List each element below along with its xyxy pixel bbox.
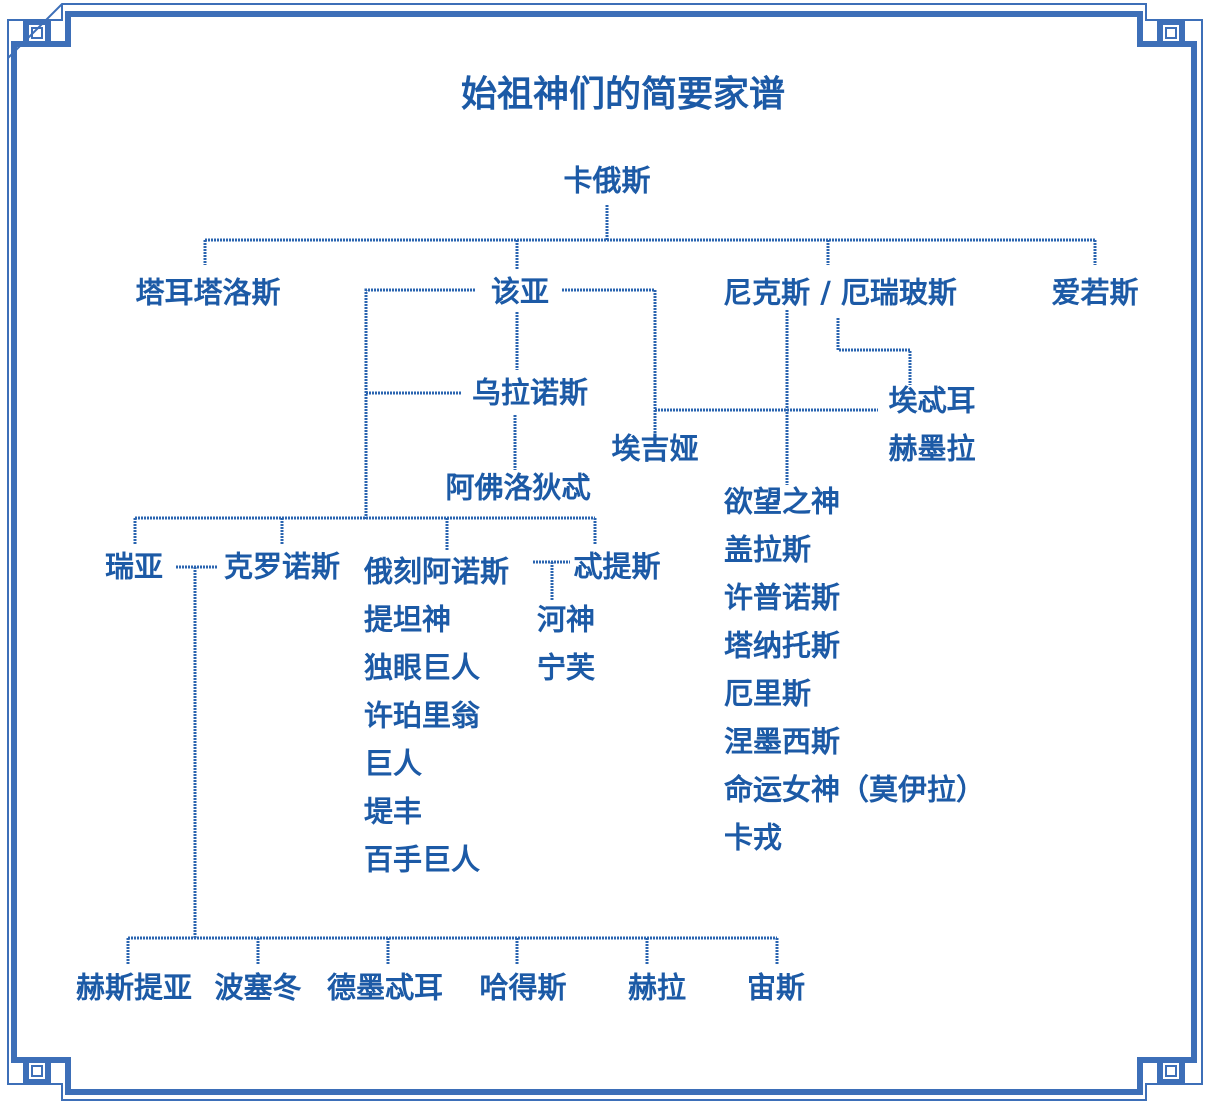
node-zeus: 宙斯 <box>746 970 806 1005</box>
node-oceanus: 俄刻阿诺斯 <box>364 554 510 589</box>
node-poseidon: 波塞冬 <box>214 970 302 1005</box>
node-uranus-child: 提坦神 <box>364 602 452 637</box>
node-nyx-child: 卡戎 <box>724 820 783 855</box>
node-aegea: 埃吉娅 <box>611 431 699 466</box>
connector-olympians <box>126 936 779 965</box>
node-gaia: 该亚 <box>490 274 550 309</box>
node-uranus-child: 百手巨人 <box>364 842 481 877</box>
node-cronus: 克罗诺斯 <box>223 549 341 584</box>
node-uranus-child: 独眼巨人 <box>364 650 481 685</box>
node-nyx-child: 涅墨西斯 <box>724 724 841 759</box>
connector-gaia <box>364 288 657 520</box>
node-tethys: 忒提斯 <box>573 549 661 584</box>
node-hestia: 赫斯提亚 <box>75 970 193 1005</box>
node-nyx-erebus: 尼克斯 / 厄瑞玻斯 <box>723 275 957 310</box>
node-uranus: 乌拉诺斯 <box>471 375 589 410</box>
node-chaos: 卡俄斯 <box>563 163 651 198</box>
connector-chaos <box>203 205 1097 270</box>
node-rhea: 瑞亚 <box>104 549 164 584</box>
node-uranus-child: 巨人 <box>364 746 423 781</box>
node-eros: 爱若斯 <box>1051 275 1139 310</box>
node-aether: 埃忒耳 <box>888 383 976 418</box>
connector-titans <box>133 516 597 550</box>
node-nyx-child: 厄里斯 <box>724 676 812 711</box>
node-hera: 赫拉 <box>627 970 687 1005</box>
node-aphrodite: 阿佛洛狄忒 <box>445 470 591 505</box>
node-nyx-child: 欲望之神 <box>724 484 841 519</box>
node-river-gods: 河神 <box>536 602 596 637</box>
connector-marriages <box>176 560 570 938</box>
node-nyx-child: 塔纳托斯 <box>724 628 841 663</box>
page-title: 始祖神们的简要家谱 <box>460 74 786 115</box>
node-nyx-child: 盖拉斯 <box>724 532 812 567</box>
node-demeter: 德墨忒耳 <box>326 970 444 1005</box>
connector-nyx <box>655 310 912 485</box>
node-hemera: 赫墨拉 <box>888 431 976 466</box>
node-nyx-child: 许普诺斯 <box>724 580 841 615</box>
node-uranus-child: 许珀里翁 <box>364 698 481 733</box>
node-uranus-child: 堤丰 <box>364 794 423 829</box>
node-hades: 哈得斯 <box>479 970 567 1005</box>
node-tartarus: 塔耳塔洛斯 <box>135 275 281 310</box>
node-nyx-child: 命运女神（莫伊拉） <box>724 772 986 807</box>
node-nymphs: 宁芙 <box>536 650 596 685</box>
